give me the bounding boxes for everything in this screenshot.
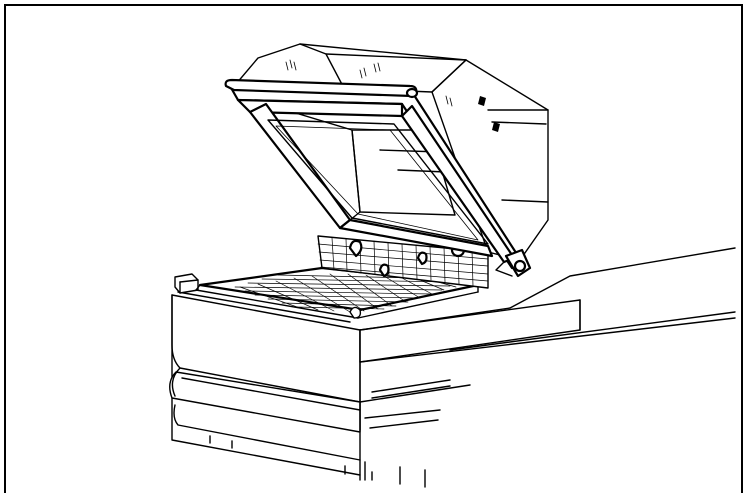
back-screen xyxy=(317,235,489,289)
open-lid xyxy=(224,43,549,278)
figure-frame xyxy=(4,4,743,493)
appliance-base xyxy=(169,247,736,488)
grill-grid xyxy=(234,273,463,313)
corner-block xyxy=(174,273,199,294)
